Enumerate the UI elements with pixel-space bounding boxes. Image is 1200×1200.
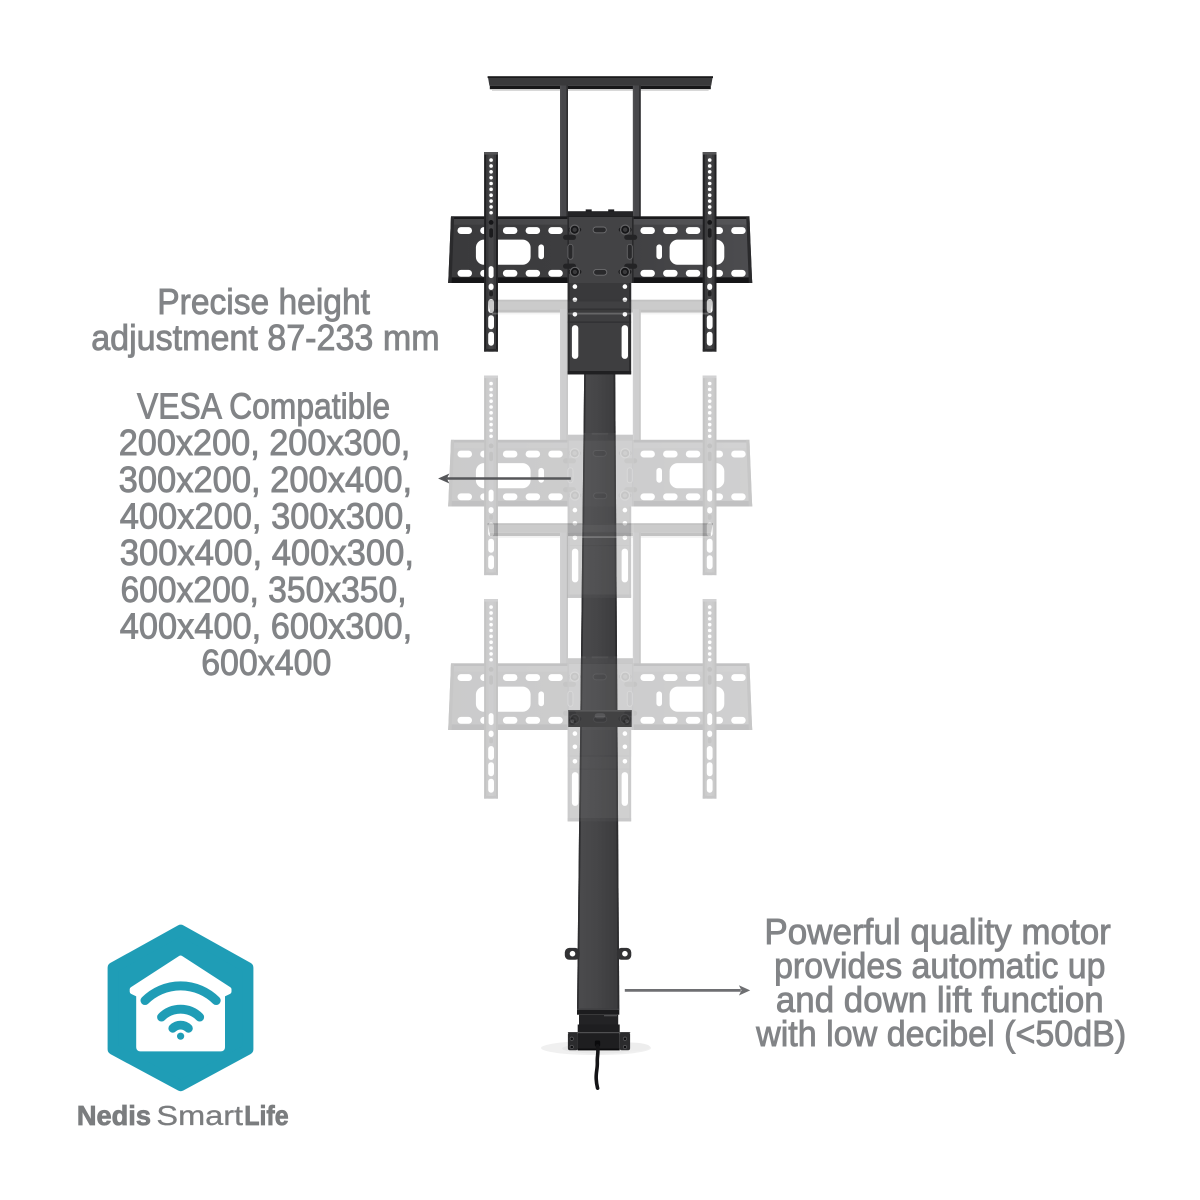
svg-text:Precise height: Precise height (157, 281, 370, 322)
svg-text:Smart: Smart (156, 1100, 243, 1131)
svg-text:300x200, 200x400,: 300x200, 200x400, (119, 459, 413, 500)
svg-text:200x200, 200x300,: 200x200, 200x300, (119, 422, 411, 463)
svg-text:Powerful quality motor: Powerful quality motor (764, 911, 1111, 952)
svg-text:600x200, 350x350,: 600x200, 350x350, (120, 569, 406, 610)
svg-text:and down lift function: and down lift function (776, 979, 1104, 1020)
svg-text:provides automatic up: provides automatic up (774, 945, 1105, 986)
svg-text:600x400: 600x400 (201, 642, 331, 683)
svg-text:Life: Life (244, 1100, 288, 1131)
svg-text:400x400, 600x300,: 400x400, 600x300, (120, 606, 412, 647)
svg-text:adjustment 87-233 mm: adjustment 87-233 mm (91, 317, 439, 358)
svg-text:400x200, 300x300,: 400x200, 300x300, (120, 496, 413, 537)
svg-text:VESA Compatible: VESA Compatible (137, 386, 390, 427)
svg-text:300x400, 400x300,: 300x400, 400x300, (120, 532, 414, 573)
svg-text:Nedis: Nedis (77, 1100, 151, 1131)
svg-text:with low decibel (<50dB): with low decibel (<50dB) (755, 1013, 1126, 1054)
